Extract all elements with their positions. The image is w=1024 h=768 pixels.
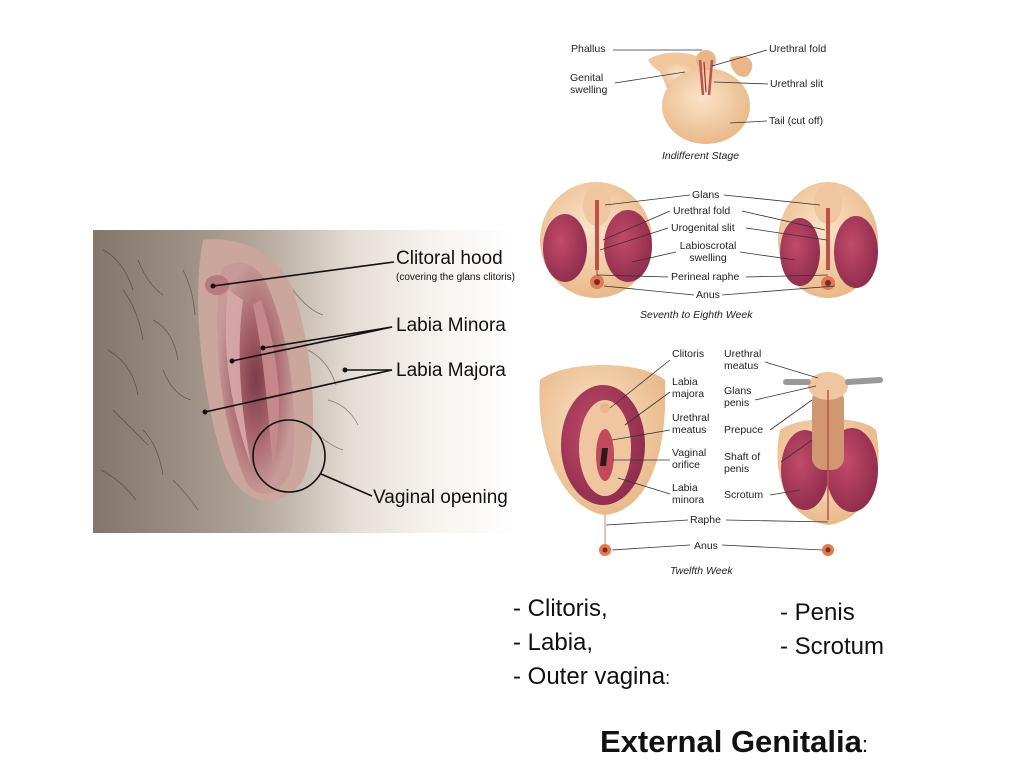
line-labia-majora-2 xyxy=(204,369,393,413)
line-clitoral-hood xyxy=(212,261,395,287)
caption-twelfth-week: Twelfth Week xyxy=(670,565,733,577)
label-labia-majora: Labia Majora xyxy=(396,360,506,381)
label-tail: Tail (cut off) xyxy=(769,115,824,127)
female-structures-list: - Clitoris, - Labia, - Outer vagina: xyxy=(513,592,670,695)
caption-seventh-week: Seventh to Eighth Week xyxy=(640,309,753,321)
slide-title: External Genitalia: xyxy=(600,724,868,760)
label-vaginal-opening: Vaginal opening xyxy=(373,487,508,508)
label-labia-majora-12wk: Labia majora xyxy=(672,376,705,400)
label-anus-12wk: Anus xyxy=(694,540,718,552)
label-labioscrotal-swelling: Labioscrotal swelling xyxy=(679,240,737,264)
twelfth-week-male-drawing xyxy=(777,372,883,556)
indifferent-stage-drawing xyxy=(648,50,753,144)
label-clitoris: Clitoris xyxy=(672,348,705,360)
label-phallus: Phallus xyxy=(571,43,606,55)
label-labia-minora-12wk: Labia minora xyxy=(672,482,705,506)
label-anus-7wk: Anus xyxy=(696,289,720,301)
seventh-week-left-drawing xyxy=(540,182,652,298)
male-structures-list: - Penis - Scrotum xyxy=(780,596,884,664)
male-list-item: - Scrotum xyxy=(780,633,885,660)
label-urethral-fold-indiff: Urethral fold xyxy=(769,43,827,55)
label-urethral-slit: Urethral slit xyxy=(770,78,824,90)
seventh-week-right-drawing xyxy=(778,182,878,298)
slide-title-text: External Genitalia xyxy=(600,724,862,759)
vaginal-opening-circle xyxy=(252,419,326,493)
label-urethral-meatus-male: Urethral meatus xyxy=(724,348,762,372)
label-urethral-meatus-female: Urethral meatus xyxy=(672,412,710,436)
female-list-item: - Clitoris, xyxy=(513,595,608,622)
label-vaginal-orifice: Vaginal orifice xyxy=(672,447,707,471)
label-labia-minora: Labia Minora xyxy=(396,315,506,336)
label-glans: Glans xyxy=(692,189,720,201)
label-clitoral-hood: Clitoral hood xyxy=(396,248,503,269)
label-shaft-of-penis: Shaft of penis xyxy=(724,451,761,475)
female-list-item: - Labia, xyxy=(513,629,594,656)
line-vaginal-opening xyxy=(320,473,373,497)
label-urethral-fold-7wk: Urethral fold xyxy=(673,205,731,217)
label-perineal-raphe: Perineal raphe xyxy=(671,271,740,283)
anatomy-photo-panel xyxy=(93,230,515,533)
label-clitoral-hood-note: (covering the glans clitoris) xyxy=(396,272,515,283)
anatomy-photo-illustration xyxy=(93,230,515,533)
label-genital-swelling: Genital swelling xyxy=(570,72,608,96)
male-list-item: - Penis xyxy=(780,599,855,626)
female-list-colon: : xyxy=(665,668,671,688)
line-labia-minora-1 xyxy=(262,326,393,349)
label-scrotum-12wk: Scrotum xyxy=(724,489,764,501)
twelfth-week-female-drawing xyxy=(539,365,666,556)
slide-title-colon: : xyxy=(861,732,869,757)
female-list-item: - Outer vagina: xyxy=(513,663,671,690)
label-urogenital-slit: Urogenital slit xyxy=(671,222,735,234)
label-glans-penis: Glans penis xyxy=(724,385,752,409)
label-raphe: Raphe xyxy=(690,514,721,526)
caption-indifferent-stage: Indifferent Stage xyxy=(662,150,740,162)
label-prepuce: Prepuce xyxy=(724,424,764,436)
line-labia-minora-2 xyxy=(231,326,393,362)
